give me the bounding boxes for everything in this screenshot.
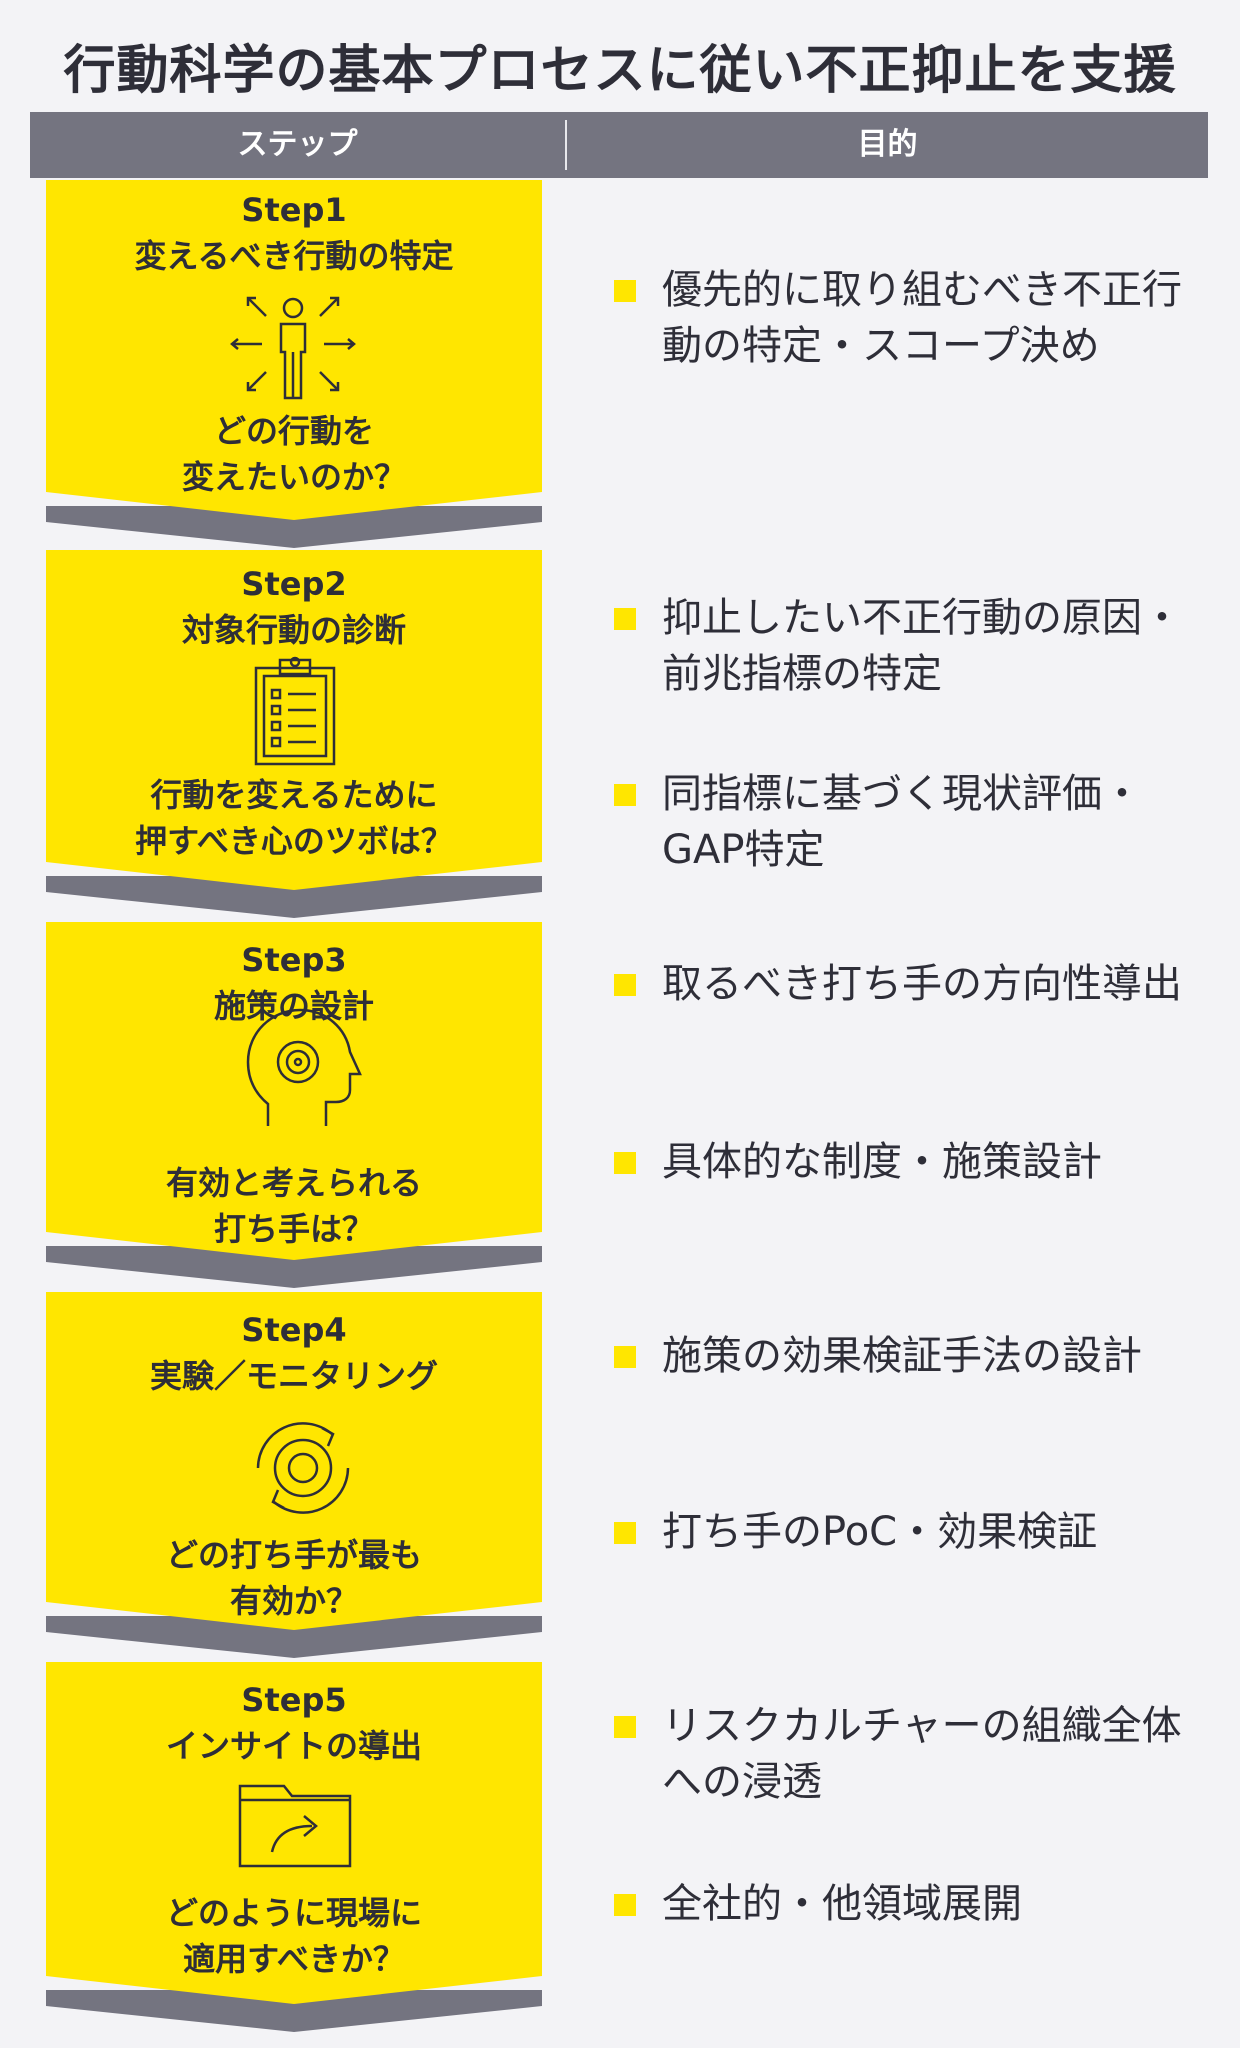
step5-question-line1: どのように現場に bbox=[165, 1894, 422, 1932]
bullet-square bbox=[614, 784, 636, 806]
step4-label: Step4 bbox=[241, 1311, 347, 1349]
bullet-square bbox=[614, 608, 636, 630]
step2-question: 行動を変えるために 押すべき心のツボは？ bbox=[46, 772, 542, 864]
step2-question-line1: 行動を変えるために bbox=[150, 776, 438, 814]
step5-question-line2: 適用すべきか？ bbox=[183, 1940, 405, 1978]
step1-label: Step1 bbox=[241, 191, 347, 229]
step4-name: 実験／モニタリング bbox=[149, 1357, 438, 1395]
cycle-arrows-icon bbox=[256, 1422, 350, 1514]
person-arrows-icon bbox=[230, 296, 356, 400]
step2-question-line2: 押すべき心のツボは？ bbox=[135, 822, 453, 860]
step2-purpose-2: 同指標に基づく現状評価・GAP特定 bbox=[614, 766, 1214, 878]
clipboard-checklist-icon bbox=[254, 656, 336, 766]
step2-label: Step2 bbox=[241, 565, 347, 603]
bullet-square bbox=[614, 974, 636, 996]
step2-name: 対象行動の診断 bbox=[181, 611, 406, 649]
step1-name: 変えるべき行動の特定 bbox=[134, 237, 454, 275]
header-purpose: 目的 bbox=[857, 127, 918, 162]
page-title: 行動科学の基本プロセスに従い不正抑止を支援 bbox=[63, 41, 1177, 101]
step1-chevron bbox=[46, 180, 542, 548]
bullet-square bbox=[614, 1152, 636, 1174]
step3-question-line1: 有効と考えられる bbox=[165, 1164, 422, 1202]
step1-question-line2: 変えたいのか？ bbox=[181, 458, 406, 496]
step4-question: どの打ち手が最も 有効か？ bbox=[46, 1532, 542, 1624]
step4-question-line2: 有効か？ bbox=[229, 1582, 358, 1620]
step4-purpose-1: 施策の効果検証手法の設計 bbox=[614, 1328, 1214, 1384]
step3-question-line2: 打ち手は？ bbox=[213, 1210, 374, 1248]
table-header: ステップ 目的 bbox=[30, 112, 1208, 178]
header-step: ステップ bbox=[237, 127, 358, 162]
step1-question-line1: どの行動を bbox=[213, 412, 374, 450]
step1-question: どの行動を 変えたいのか？ bbox=[46, 408, 542, 500]
step3-name: 施策の設計 bbox=[213, 987, 374, 1025]
step3-question: 有効と考えられる 打ち手は？ bbox=[46, 1160, 542, 1252]
step5-label: Step5 bbox=[241, 1681, 347, 1719]
head-brain-icon bbox=[246, 1008, 362, 1126]
step1-purpose-1: 優先的に取り組むべき不正行動の特定・スコープ決め bbox=[614, 262, 1214, 374]
step4-question-line1: どの打ち手が最も bbox=[165, 1536, 422, 1574]
step4-header: Step4 実験／モニタリング bbox=[46, 1308, 542, 1400]
step4-purpose-2: 打ち手のPoC・効果検証 bbox=[614, 1504, 1214, 1560]
step2-chevron bbox=[46, 550, 542, 918]
step3-label: Step3 bbox=[241, 941, 347, 979]
header-divider bbox=[565, 120, 567, 170]
step3-header: Step3 施策の設計 bbox=[46, 938, 542, 1030]
folder-share-icon bbox=[238, 1784, 352, 1868]
bullet-square bbox=[614, 1894, 636, 1916]
step5-purpose-1: リスクカルチャーの組織全体への浸透 bbox=[614, 1698, 1214, 1810]
bullet-square bbox=[614, 1346, 636, 1368]
bullet-square bbox=[614, 1716, 636, 1738]
step5-header: Step5 インサイトの導出 bbox=[46, 1678, 542, 1770]
bullet-square bbox=[614, 1522, 636, 1544]
step2-purpose-1: 抑止したい不正行動の原因・前兆指標の特定 bbox=[614, 590, 1214, 702]
step5-chevron bbox=[46, 1662, 542, 2032]
step3-purpose-1: 取るべき打ち手の方向性導出 bbox=[614, 956, 1214, 1012]
step4-chevron bbox=[46, 1292, 542, 1658]
step3-chevron bbox=[46, 922, 542, 1288]
step5-purpose-2: 全社的・他領域展開 bbox=[614, 1876, 1214, 1932]
bullet-square bbox=[614, 280, 636, 302]
step1-header: Step1 変えるべき行動の特定 bbox=[46, 188, 542, 280]
step5-name: インサイトの導出 bbox=[165, 1727, 422, 1765]
step5-question: どのように現場に 適用すべきか？ bbox=[46, 1890, 542, 1982]
step2-header: Step2 対象行動の診断 bbox=[46, 562, 542, 654]
step3-purpose-2: 具体的な制度・施策設計 bbox=[614, 1134, 1214, 1190]
